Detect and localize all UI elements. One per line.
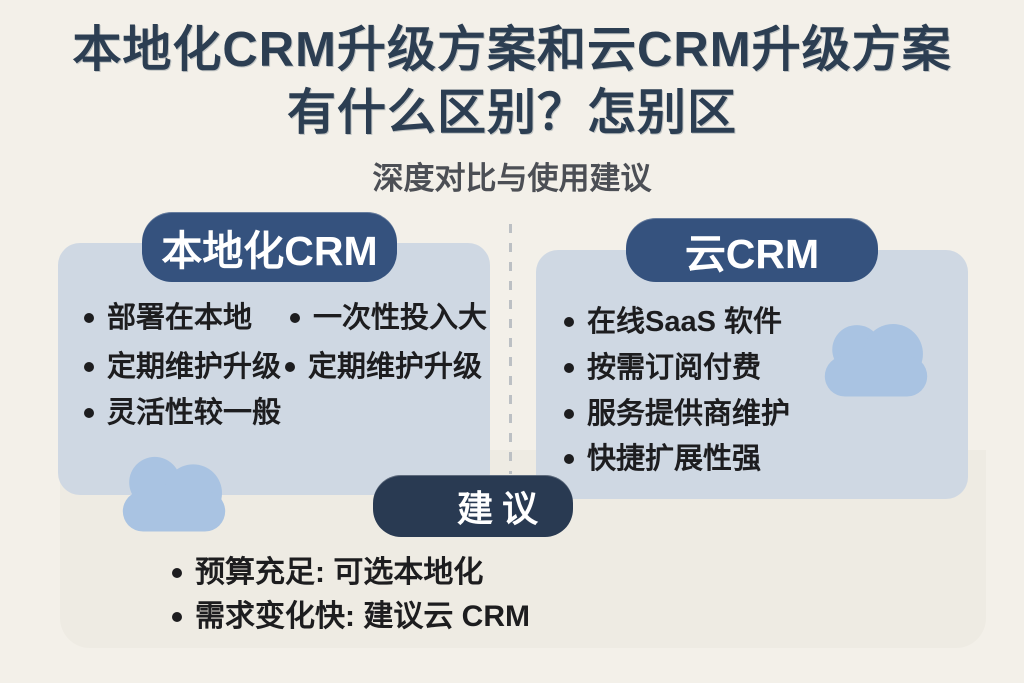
list-item-label: 预算充足: 可选本地化 [195, 556, 484, 589]
bullet-dot-icon [564, 317, 574, 327]
list-item: 需求变化快: 建议云 CRM [172, 596, 530, 638]
local-crm-header-badge: 本地化CRM [142, 212, 397, 282]
recommendation-header-label: 建议 [456, 488, 547, 529]
bullet-dot-icon [564, 409, 574, 419]
list-item-label: 服务提供商维护 [587, 398, 791, 430]
bullet-dot-icon [285, 362, 295, 372]
list-item: 快捷扩展性强 [564, 438, 761, 480]
list-item: 定期维护升级 [285, 346, 482, 388]
list-item-label: 部署在本地 [107, 302, 253, 334]
page-title-line1: 本地化CRM升级方案和云CRM升级方案 [72, 23, 952, 77]
list-item-label: 一次性投入大 [313, 302, 488, 334]
list-item-label: 在线SaaS 软件 [587, 306, 782, 338]
list-item: 服务提供商维护 [564, 393, 790, 435]
list-item: 灵活性较一般 [84, 392, 281, 434]
bullet-dot-icon [84, 408, 94, 418]
list-item-label: 按需订阅付费 [587, 352, 762, 384]
list-item-label: 定期维护升级 [107, 351, 282, 383]
bullet-dot-icon [172, 568, 182, 578]
cloud-crm-header-label: 云CRM [684, 231, 820, 277]
list-item-label: 需求变化快: 建议云 CRM [195, 600, 530, 633]
local-crm-panel [58, 243, 490, 495]
recommendation-header-badge: 建议 [373, 475, 573, 537]
bullet-dot-icon [290, 313, 300, 323]
bullet-dot-icon [84, 313, 94, 323]
bullet-dot-icon [84, 362, 94, 372]
list-item-label: 灵活性较一般 [107, 397, 282, 429]
cloud-icon [812, 313, 940, 399]
page-subtitle: 深度对比与使用建议 [372, 161, 652, 196]
bullet-dot-icon [564, 363, 574, 373]
list-item: 按需订阅付费 [564, 347, 761, 389]
list-item: 部署在本地 [84, 297, 252, 339]
cloud-icon [110, 448, 238, 534]
list-item: 定期维护升级 [84, 346, 281, 388]
list-item: 一次性投入大 [290, 297, 487, 339]
bullet-dot-icon [564, 454, 574, 464]
local-crm-header-label: 本地化CRM [161, 228, 378, 274]
list-item: 预算充足: 可选本地化 [172, 552, 483, 594]
dashed-divider [509, 224, 512, 474]
list-item: 在线SaaS 软件 [564, 301, 782, 343]
cloud-crm-header-badge: 云CRM [626, 218, 878, 282]
list-item-label: 定期维护升级 [308, 351, 483, 383]
page-title-line2: 有什么区别？怎别区 [286, 86, 737, 140]
bullet-dot-icon [172, 612, 182, 622]
list-item-label: 快捷扩展性强 [587, 443, 762, 475]
